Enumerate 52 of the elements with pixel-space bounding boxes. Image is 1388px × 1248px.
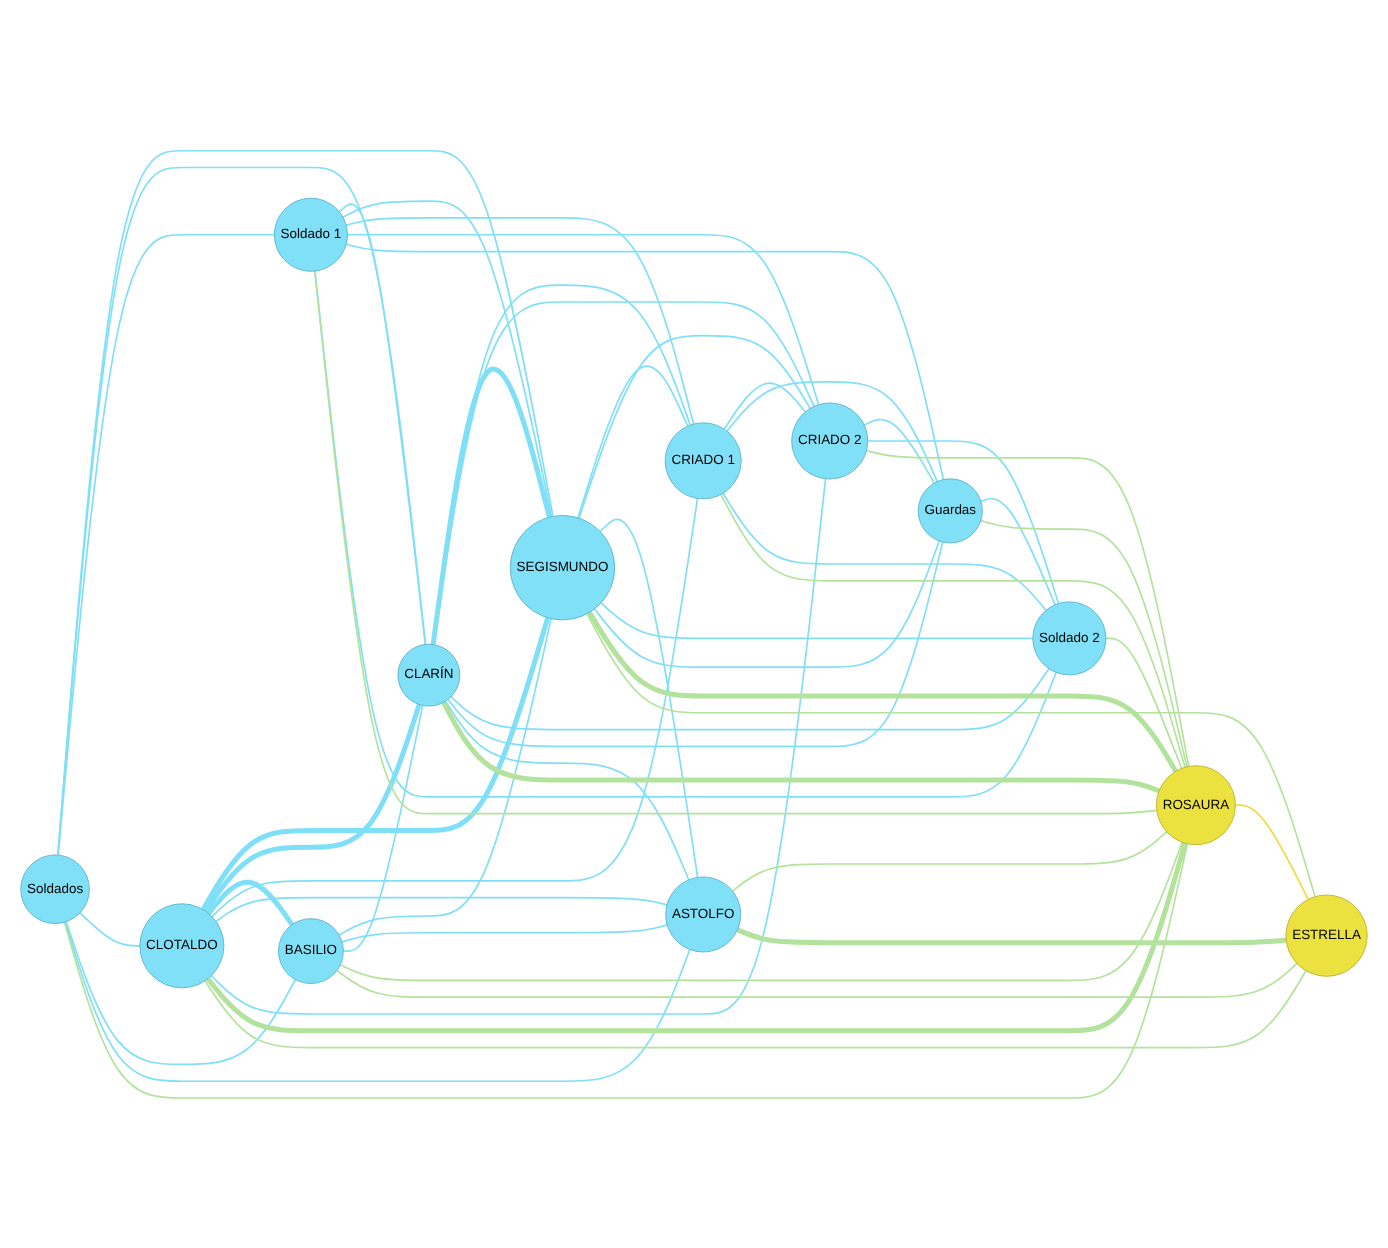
connector [211, 497, 699, 918]
connector [432, 300, 815, 645]
connector [599, 518, 699, 878]
connector [980, 497, 1056, 606]
connector [723, 382, 807, 430]
connector [346, 233, 820, 406]
connector [722, 492, 1047, 611]
connector [430, 366, 552, 645]
connector [57, 233, 276, 856]
connector [1105, 637, 1183, 769]
connector [57, 149, 554, 856]
connector [731, 830, 1168, 892]
connector [338, 202, 427, 645]
connector [577, 364, 689, 519]
connector [342, 199, 553, 518]
connector [587, 610, 1178, 773]
connector [345, 243, 945, 480]
connector [205, 842, 1188, 1033]
connector [341, 923, 668, 943]
connector [204, 969, 1307, 1049]
connector [342, 704, 424, 952]
connector [63, 842, 1189, 1099]
connector [336, 962, 1298, 998]
connector [726, 380, 939, 483]
connector [865, 449, 1190, 767]
connector [200, 616, 551, 911]
connector [441, 700, 1160, 793]
connector [215, 896, 668, 922]
connector [1234, 804, 1310, 900]
connector [444, 700, 690, 881]
connector [206, 879, 295, 926]
connector [79, 911, 141, 947]
connector [450, 667, 1050, 731]
connector [600, 601, 1034, 639]
connector [57, 166, 427, 856]
connector [720, 493, 1186, 768]
connector [586, 612, 1316, 898]
connector [210, 477, 827, 1015]
connector [980, 519, 1188, 768]
connector [339, 841, 1184, 981]
connector [345, 216, 695, 425]
connector [64, 920, 691, 1082]
connector [736, 927, 1287, 945]
connector [203, 703, 422, 913]
connector [65, 920, 297, 1065]
connector [338, 617, 552, 936]
connector [432, 283, 692, 645]
connector [578, 334, 811, 519]
connector [866, 439, 1060, 604]
connector [593, 539, 941, 668]
connector [863, 418, 936, 484]
connector [447, 540, 944, 747]
